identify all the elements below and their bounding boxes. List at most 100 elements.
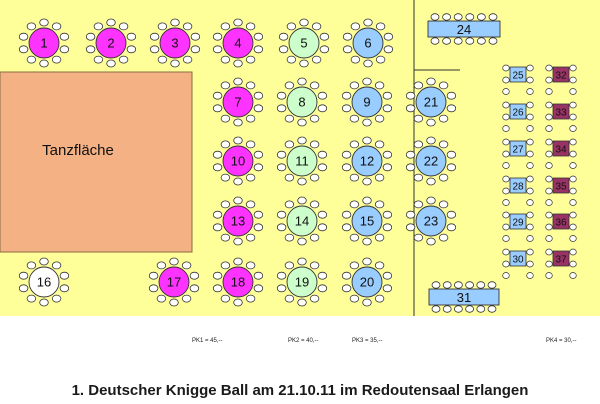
- chair: [431, 281, 441, 289]
- chair: [233, 136, 243, 145]
- chair: [286, 55, 297, 64]
- chair: [382, 284, 393, 293]
- chair: [569, 272, 577, 279]
- chair: [569, 113, 577, 121]
- table-number: 12: [360, 154, 374, 169]
- chair: [350, 22, 361, 31]
- table-top: [159, 27, 191, 59]
- column-table: 35: [545, 175, 577, 206]
- chair: [502, 162, 510, 169]
- chair: [278, 32, 289, 41]
- chair: [212, 163, 223, 172]
- chair: [502, 260, 510, 268]
- chair: [341, 150, 352, 159]
- table-number: 6: [364, 36, 371, 51]
- chair: [212, 271, 223, 280]
- table-top: [351, 205, 383, 237]
- chair: [297, 136, 307, 145]
- chair: [405, 163, 416, 172]
- round-table: 4: [212, 18, 264, 68]
- chair: [297, 77, 307, 86]
- chair: [59, 271, 70, 280]
- chair: [276, 271, 287, 280]
- chair: [405, 223, 416, 232]
- table-top: [286, 86, 318, 118]
- chair: [189, 271, 200, 280]
- chair: [446, 104, 457, 113]
- chair: [245, 233, 256, 242]
- chair: [284, 200, 295, 209]
- table-top: [552, 140, 570, 157]
- chair: [276, 223, 287, 232]
- chair: [430, 37, 440, 45]
- chair: [382, 210, 393, 219]
- table-top: [509, 250, 527, 267]
- chair: [438, 81, 449, 90]
- chair: [545, 248, 553, 256]
- chair: [442, 281, 452, 289]
- chair: [413, 140, 424, 149]
- round-table: 8: [276, 77, 328, 127]
- chair: [245, 261, 256, 270]
- chair: [545, 211, 553, 219]
- chair: [309, 140, 320, 149]
- table-number: 34: [555, 145, 567, 156]
- chair: [39, 257, 49, 266]
- chair: [526, 76, 534, 84]
- chair: [212, 45, 223, 54]
- chair: [526, 211, 534, 219]
- column-table: 25: [502, 64, 534, 95]
- chair: [431, 305, 441, 313]
- chair: [374, 173, 385, 182]
- column-table: 32: [545, 64, 577, 95]
- table-number: 21: [424, 95, 438, 110]
- chair: [233, 257, 243, 266]
- chair: [446, 210, 457, 219]
- chair: [545, 162, 553, 169]
- table-top: [509, 140, 527, 157]
- chair: [341, 163, 352, 172]
- chair: [502, 211, 510, 219]
- chair: [18, 284, 29, 293]
- chair: [374, 294, 385, 303]
- table-number: 16: [37, 275, 51, 290]
- chair: [526, 150, 534, 158]
- chair: [526, 162, 534, 169]
- chair: [284, 173, 295, 182]
- table-number: 17: [167, 275, 181, 290]
- chair: [220, 200, 231, 209]
- chair: [26, 55, 37, 64]
- chair: [382, 150, 393, 159]
- chair: [349, 233, 360, 242]
- long-table: 24: [427, 13, 501, 45]
- table-top: [351, 86, 383, 118]
- round-table: 7: [212, 77, 264, 127]
- chair: [341, 271, 352, 280]
- table-number: 14: [295, 214, 309, 229]
- chair: [442, 13, 452, 21]
- chair: [545, 260, 553, 268]
- chair: [375, 22, 386, 31]
- chair: [569, 187, 577, 195]
- table-number: 24: [457, 22, 471, 37]
- chair: [148, 284, 159, 293]
- column-table: 34: [545, 138, 577, 169]
- chair: [453, 13, 463, 21]
- table-number: 36: [555, 218, 567, 229]
- table-top: [222, 86, 254, 118]
- table-top: [415, 145, 447, 177]
- chair: [51, 55, 62, 64]
- table-top: [351, 145, 383, 177]
- chair: [341, 223, 352, 232]
- table-number: 11: [295, 154, 309, 169]
- table-number: 1: [40, 36, 47, 51]
- chair: [212, 32, 223, 41]
- table-top: [509, 177, 527, 194]
- table-number: 29: [512, 218, 524, 229]
- chair: [526, 138, 534, 146]
- chair: [545, 113, 553, 121]
- chair: [286, 22, 297, 31]
- chair: [342, 32, 353, 41]
- price-label-pk2: PK2 = 40,--: [288, 338, 319, 344]
- round-table: 1: [18, 18, 70, 68]
